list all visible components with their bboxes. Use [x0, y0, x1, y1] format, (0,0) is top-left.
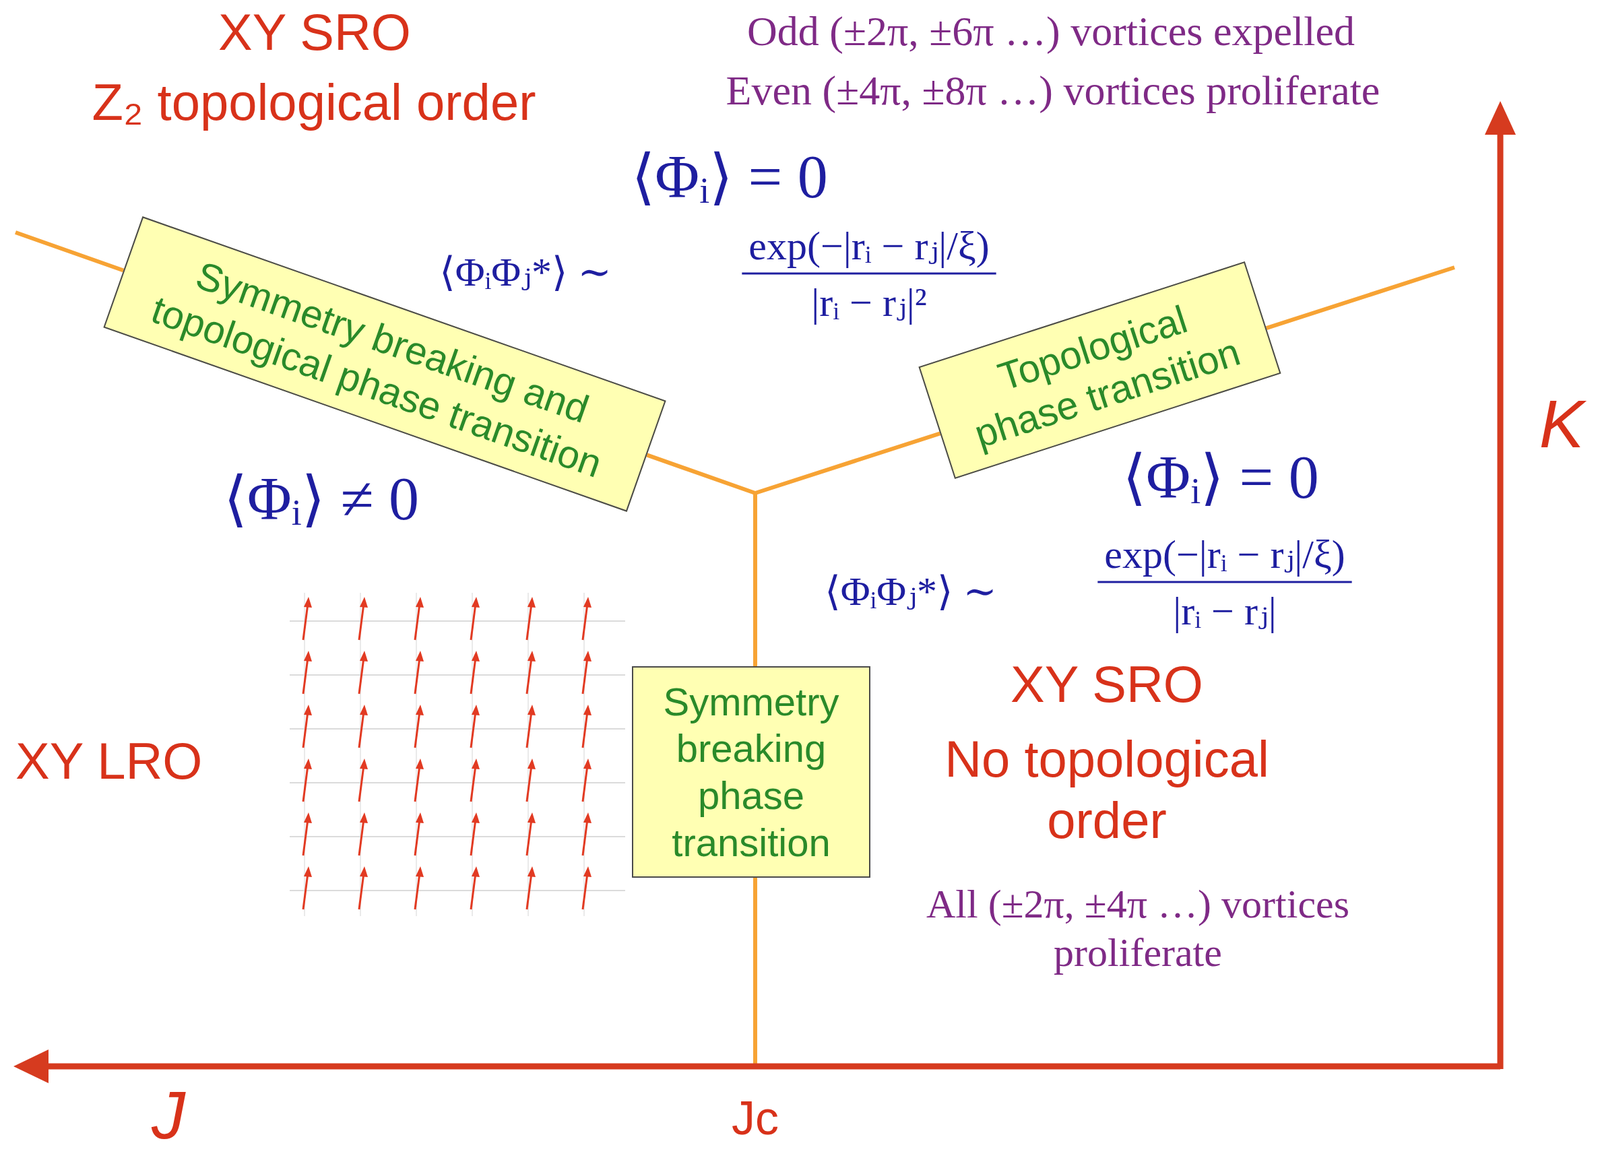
correlation-lhs: ⟨ΦᵢΦⱼ*⟩ ∼ [439, 249, 612, 295]
order-parameter: ⟨Φᵢ⟩ ≠ 0 [223, 465, 420, 533]
fraction-numerator: exp(−|rᵢ − rⱼ|/ξ) [1104, 532, 1345, 577]
vortex-note: All (±2π, ±4π …) vortices proliferate [908, 879, 1367, 977]
vortex-note: Even (±4π, ±8π …) vortices proliferate [726, 67, 1381, 114]
transition-label: Symmetry breaking phase transition [653, 678, 849, 866]
fraction-denominator: |rᵢ − rⱼ|² [811, 280, 927, 325]
spin-lattice [289, 592, 626, 917]
k-axis [1497, 129, 1504, 1070]
fraction-denominator: |rᵢ − rⱼ| [1172, 588, 1277, 634]
correlation-lhs: ⟨ΦᵢΦⱼ*⟩ ∼ [824, 569, 997, 614]
fraction-numerator: exp(−|rᵢ − rⱼ|/ξ) [748, 223, 989, 269]
region-label: No topological order [904, 728, 1309, 851]
axis-label: K [1539, 386, 1585, 461]
axis-label: J [151, 1077, 186, 1152]
k-axis-head [1484, 101, 1516, 135]
j-axis [41, 1063, 1501, 1070]
fraction-bar [741, 272, 996, 275]
order-parameter: ⟨Φᵢ⟩ = 0 [1122, 443, 1320, 511]
fraction-bar [1097, 581, 1352, 584]
transition-box: Symmetry breaking phase transition [631, 666, 871, 878]
region-label: Z₂ topological order [92, 74, 537, 131]
j-axis-head [13, 1049, 49, 1084]
region-label: XY LRO [15, 732, 203, 790]
order-parameter: ⟨Φᵢ⟩ = 0 [631, 143, 828, 211]
axis-label: Jc [731, 1092, 779, 1145]
region-label: XY SRO [1010, 656, 1204, 713]
region-label: XY SRO [218, 4, 411, 61]
transition-label: Topological phase transition [942, 279, 1257, 461]
vortex-note: Odd (±2π, ±6π …) vortices expelled [747, 8, 1355, 54]
